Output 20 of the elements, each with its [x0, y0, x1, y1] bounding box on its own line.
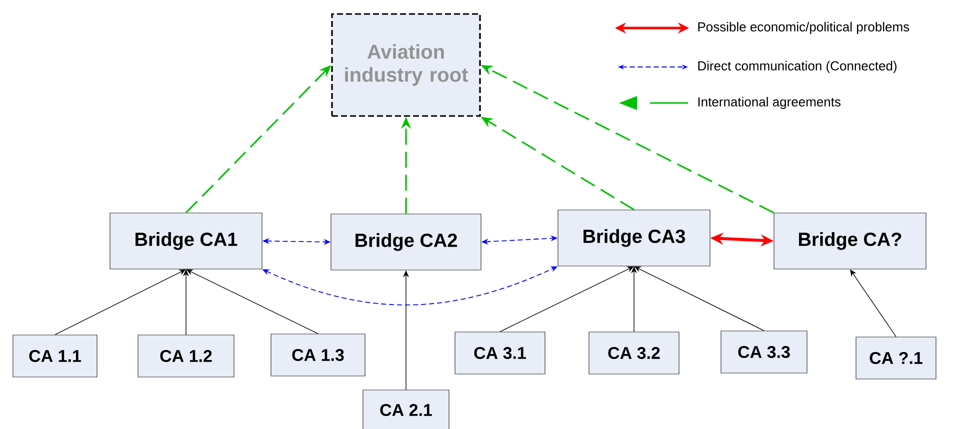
legend-text: Possible economic/political problems: [698, 22, 910, 34]
ca-box: CA 3.3: [720, 330, 808, 374]
bridge-box: Bridge CA?: [774, 212, 926, 270]
ca-box: CA 3.2: [588, 332, 680, 374]
bridge-box: Bridge CA3: [558, 210, 710, 266]
legend-text: Direct communication (Connected): [698, 60, 896, 74]
legend-text: International agreements: [698, 96, 841, 110]
ca-box: CA 3.1: [454, 332, 546, 374]
ca-box: CA 2.1: [362, 390, 450, 429]
root-box: Aviation industry root: [331, 13, 481, 117]
ca-box: CA 1.3: [270, 334, 366, 376]
ca-box: CA 1.2: [138, 334, 234, 378]
arrow: [634, 266, 764, 332]
ca-box: CA 1.1: [12, 334, 98, 378]
arrow: [500, 266, 634, 332]
bridge-box: Bridge CA1: [110, 212, 262, 270]
bridge-box: Bridge CA2: [330, 214, 482, 270]
arrow: [186, 269, 318, 334]
ca-box: CA ?.1: [856, 336, 936, 380]
arrow: [54, 269, 186, 336]
